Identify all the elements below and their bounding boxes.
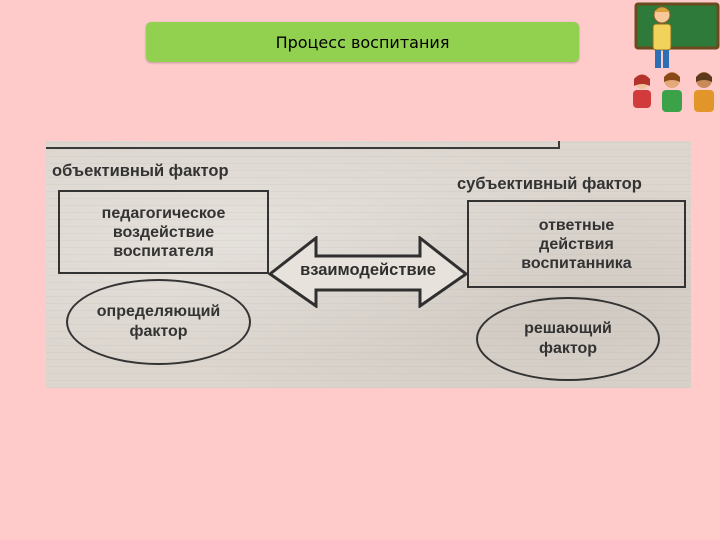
decisive-factor-line: фактор (538, 340, 598, 357)
decisive-factor-line: решающий (524, 320, 612, 337)
interaction-double-arrow (268, 236, 468, 308)
teacher-influence-box: педагогическое воздействие воспитателя (58, 190, 269, 274)
decisive-factor-ellipse: решающий фактор (476, 297, 660, 381)
determining-factor-ellipse: определяющий фактор (66, 279, 251, 365)
subjective-factor-heading: субъективный фактор (457, 175, 642, 193)
teacher-with-students-clipart-icon (633, 2, 720, 112)
scan-border-line (46, 141, 560, 149)
slide-title: Процесс воспитания (275, 32, 450, 52)
pupil-response-box: ответные действия воспитанника (467, 200, 686, 288)
pupil-box-line: воспитанника (521, 254, 632, 272)
teacher-box-line: педагогическое (101, 204, 226, 222)
pupil-box-line: действия (539, 235, 614, 253)
title-bar: Процесс воспитания (146, 22, 579, 62)
objective-factor-heading: объективный фактор (52, 162, 229, 180)
double-arrow-shape (268, 236, 468, 308)
scanned-diagram: объективный фактор субъективный фактор п… (46, 141, 691, 388)
determining-factor-line: определяющий (96, 303, 221, 320)
interaction-label: взаимодействие (300, 261, 436, 279)
teacher-box-line: воспитателя (113, 242, 214, 260)
pupil-box-line: ответные (538, 216, 615, 234)
determining-factor-line: фактор (129, 323, 188, 340)
teacher-box-line: воздействие (112, 223, 215, 241)
